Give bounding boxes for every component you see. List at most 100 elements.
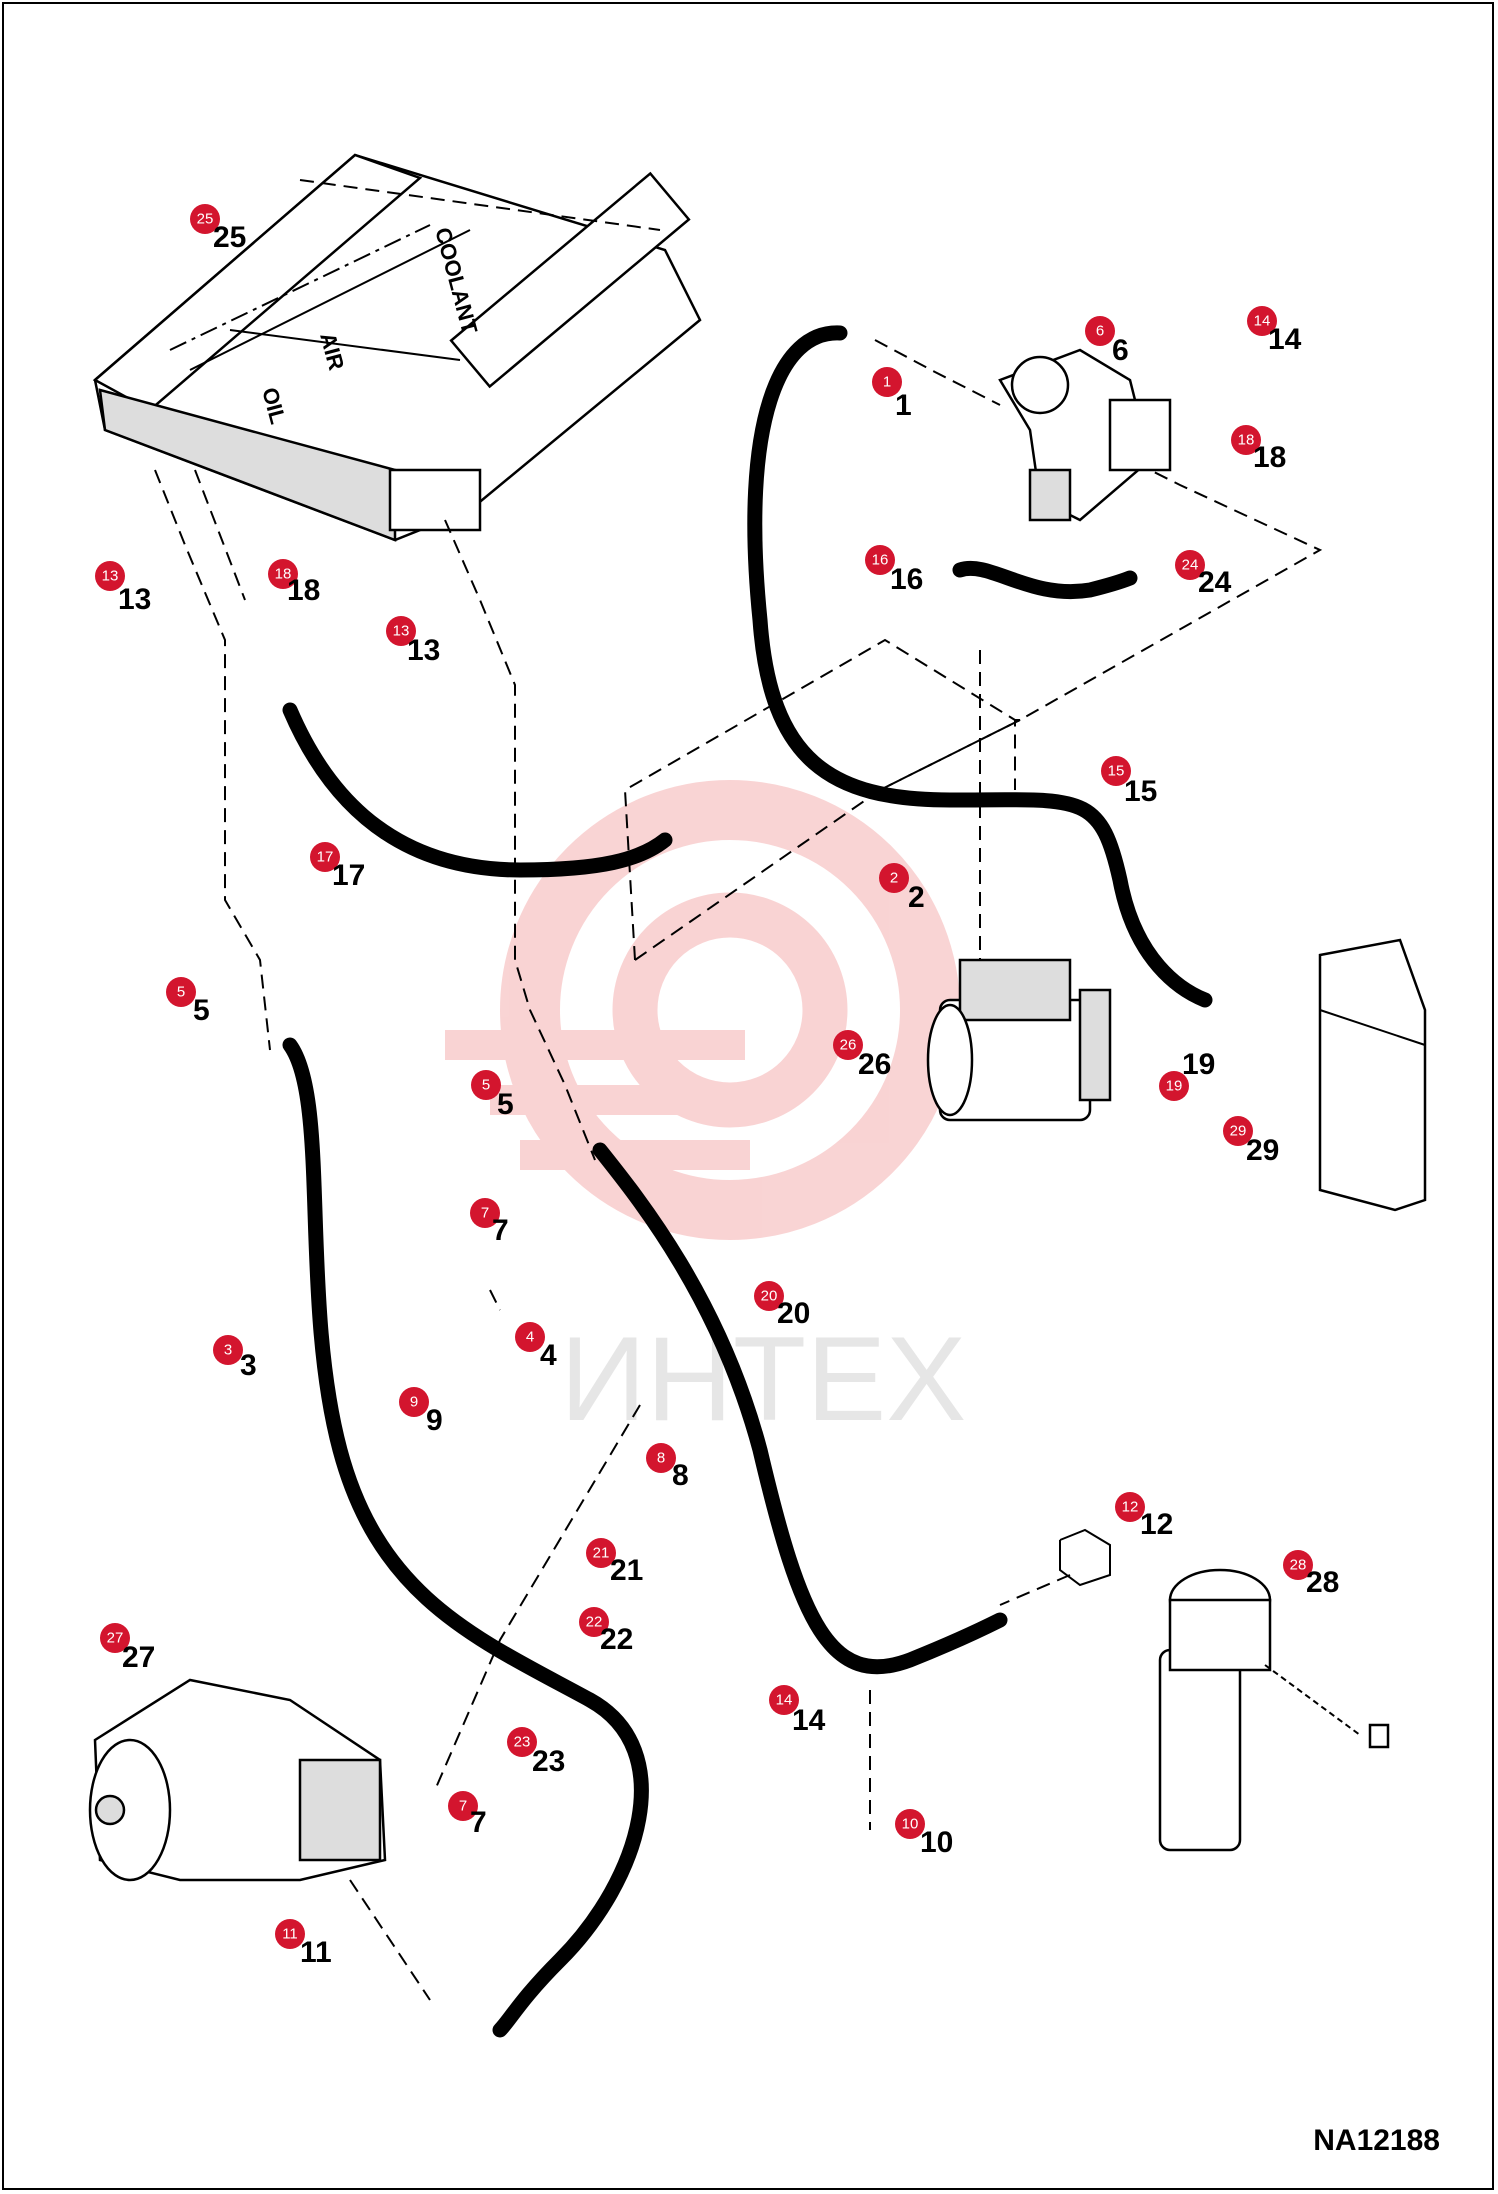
callout-bubble-number: 5 [482,1077,490,1094]
callout-label-13: 13 [407,634,440,667]
callout-bubble-5: 5 [166,977,196,1007]
callout-bubble-number: 9 [410,1394,418,1411]
callout-bubble-3: 3 [213,1335,243,1365]
callout-bubble-1: 1 [872,367,902,397]
callout-bubble-number: 27 [107,1630,124,1647]
callout-bubble-14: 14 [1247,306,1277,336]
callout-bubble-21: 21 [586,1538,616,1568]
callout-bubble-7: 7 [448,1791,478,1821]
callout-bubble-6: 6 [1085,316,1115,346]
callout-bubble-27: 27 [100,1623,130,1653]
callout-label-14: 14 [792,1704,826,1737]
hoses [282,325,1213,2038]
callout-bubble-number: 18 [275,566,292,583]
callout-bubble-number: 16 [872,552,889,569]
hose-20 [592,1142,1008,1675]
callout-bubble-12: 12 [1115,1492,1145,1522]
callout-label-21: 21 [610,1554,643,1587]
callout-label-9: 9 [426,1404,443,1437]
callout-bubble-number: 28 [1290,1557,1307,1574]
callout-bubble-13: 13 [95,561,125,591]
hydraulic-filter [1158,1568,1390,1852]
callout-label-2: 2 [908,881,925,914]
callout-bubble-number: 7 [481,1205,489,1222]
callout-bubble-number: 26 [840,1037,857,1054]
callout-label-5: 5 [193,994,210,1027]
callout-label-24: 24 [1198,566,1232,599]
callout-bubble-number: 20 [761,1288,778,1305]
callout-bubble-19: 19 [1159,1071,1189,1101]
callout-bubble-number: 14 [1254,313,1271,330]
callout-bubble-number: 14 [776,1692,793,1709]
callout-bubble-number: 5 [177,984,185,1001]
callout-label-14: 14 [1268,323,1302,356]
callout-bubble-number: 12 [1122,1499,1139,1516]
callout-bubble-number: 19 [1166,1078,1183,1095]
callout-bubble-24: 24 [1175,550,1205,580]
callout-label-19: 19 [1182,1048,1215,1081]
callout-bubble-number: 8 [657,1450,665,1467]
callout-label-8: 8 [672,1459,689,1492]
callout-bubble-number: 11 [282,1926,298,1943]
callout-label-15: 15 [1124,775,1157,808]
watermark: ИНТЕХ [445,780,966,1446]
callout-label-11: 11 [300,1936,332,1969]
callout-bubble-number: 4 [526,1329,534,1346]
callout-bubble-number: 2 [890,870,898,887]
hydrostatic-motor [88,1678,387,1882]
tee-12 [1059,1528,1111,1587]
callout-label-12: 12 [1140,1508,1173,1541]
callout-label-28: 28 [1306,1566,1339,1599]
tank-bracket [1318,938,1427,1212]
callout-bubble-18: 18 [268,559,298,589]
callout-bubble-16: 16 [865,545,895,575]
callout-bubble-number: 23 [514,1734,531,1751]
callout-label-1: 1 [895,389,912,422]
callout-bubble-13: 13 [386,616,416,646]
callout-bubble-5: 5 [471,1070,501,1100]
callout-bubble-25: 25 [190,204,220,234]
callout-bubble-7: 7 [470,1198,500,1228]
callout-bubble-number: 24 [1182,557,1199,574]
callout-bubble-15: 15 [1101,756,1131,786]
callout-label-7: 7 [492,1214,509,1247]
callout-bubble-26: 26 [833,1030,863,1060]
callout-label-13: 13 [118,583,151,616]
callout-bubble-2: 2 [879,863,909,893]
hose-17 [282,702,673,878]
hose-3 [282,1037,649,2038]
callout-bubble-17: 17 [310,842,340,872]
callout-bubble-23: 23 [507,1727,537,1757]
hose-15 [747,325,1213,1008]
callout-label-27: 27 [122,1641,155,1674]
callout-label-7: 7 [470,1806,487,1839]
watermark-text: ИНТЕХ [560,1312,966,1446]
valve-block [998,348,1172,522]
callout-bubble-28: 28 [1283,1550,1313,1580]
diagram-code: NA12188 [1313,2124,1440,2157]
callout-label-18: 18 [287,574,320,607]
callout-bubble-number: 17 [317,849,334,866]
callout-bubble-number: 29 [1230,1123,1247,1140]
callout-bubble-10: 10 [895,1809,925,1839]
callout-bubble-number: 13 [102,568,119,585]
hydraulic-pump [926,958,1112,1122]
callout-bubble-22: 22 [579,1607,609,1637]
callout-label-4: 4 [540,1339,557,1372]
callout-bubble-number: 18 [1238,432,1255,449]
callout-bubble-number: 1 [883,374,891,391]
callout-bubble-number: 22 [586,1614,603,1631]
callout-label-22: 22 [600,1623,633,1656]
callout-label-16: 16 [890,563,923,596]
callout-bubble-14: 14 [769,1685,799,1715]
callout-label-26: 26 [858,1048,891,1081]
callout-label-6: 6 [1112,334,1129,367]
dashed-leaders [154,179,1323,2001]
hose-16 [952,561,1138,599]
callout-label-10: 10 [920,1826,953,1859]
callout-label-20: 20 [777,1297,810,1330]
callout-bubble-29: 29 [1223,1116,1253,1146]
